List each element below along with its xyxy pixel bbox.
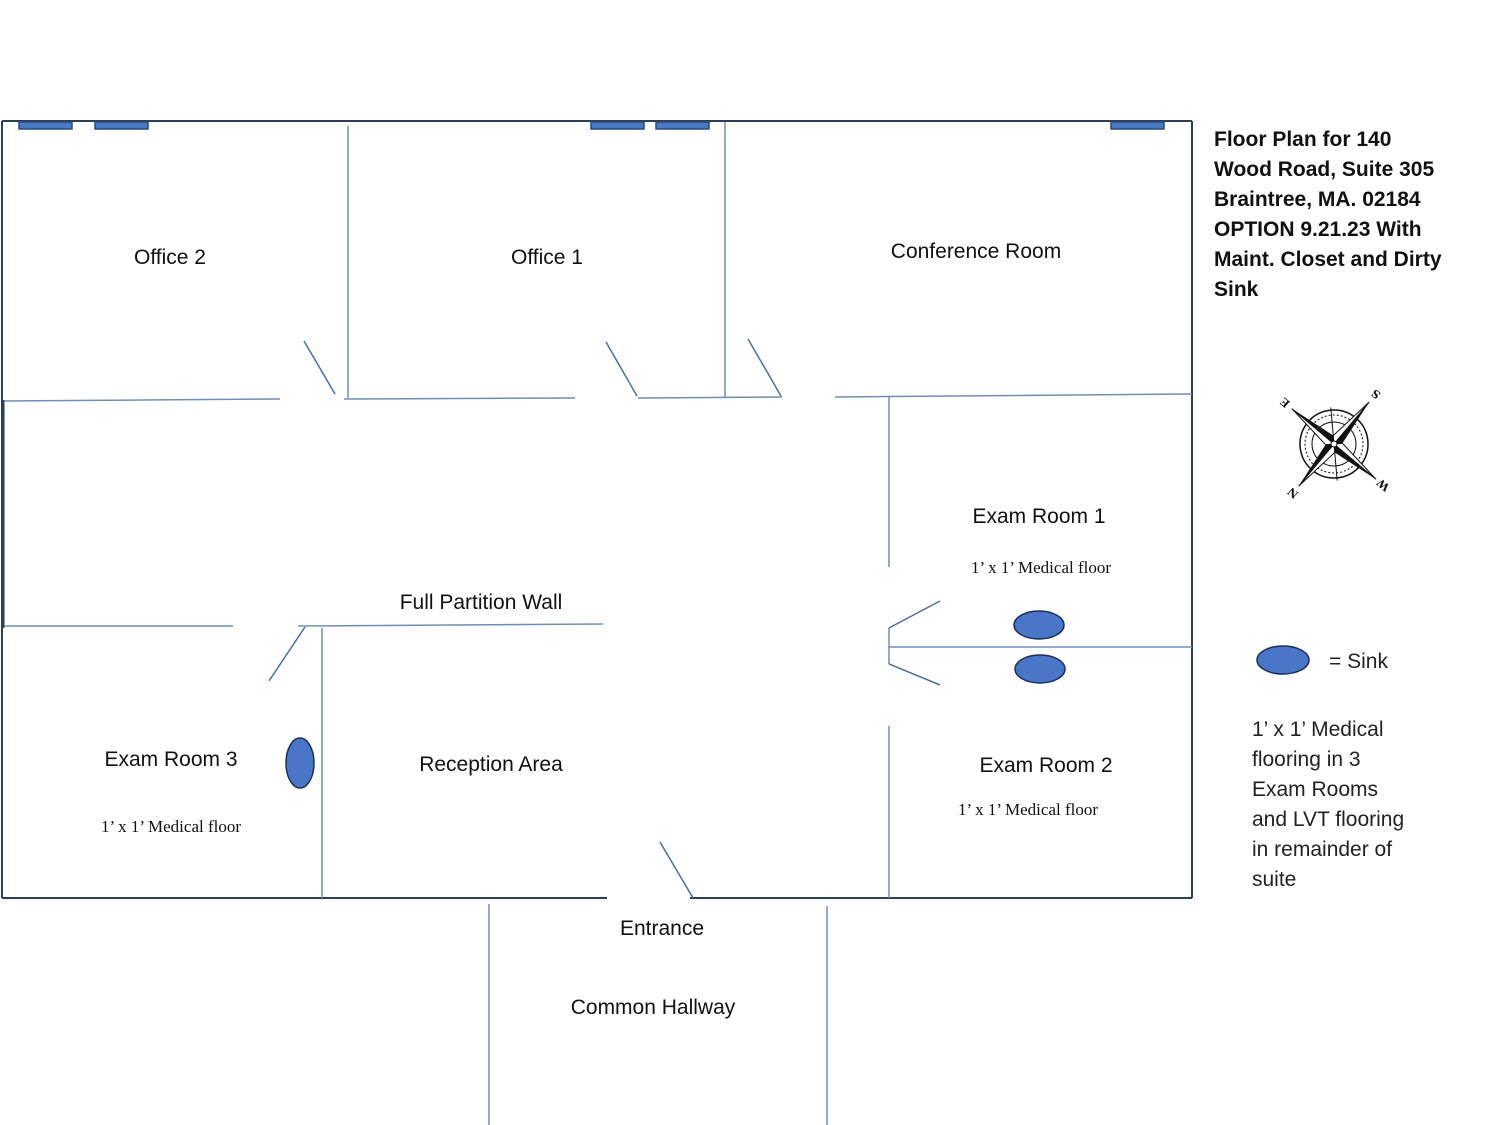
label-office-2: Office 2 [134, 246, 206, 269]
legend-flooring-line: and LVT flooring [1252, 808, 1404, 831]
legend-flooring-line: suite [1252, 868, 1296, 891]
label-exam-room-1: Exam Room 1 [972, 505, 1105, 528]
windows [18, 121, 1165, 130]
interior-walls [1, 122, 1193, 1125]
title-line: Sink [1214, 278, 1259, 301]
label-reception-area: Reception Area [419, 753, 563, 776]
door-entrance [659, 841, 694, 899]
window [655, 121, 710, 130]
door-exam-room-2 [888, 663, 941, 686]
door-exam-room-1 [888, 600, 941, 629]
label-common-hallway: Common Hallway [571, 996, 736, 1019]
door-conference-room [747, 338, 782, 397]
label-office-1: Office 1 [511, 246, 583, 269]
title-block: Floor Plan for 140 Wood Road, Suite 305 … [1214, 128, 1442, 301]
window [590, 121, 645, 130]
title-line: OPTION 9.21.23 With [1214, 218, 1422, 241]
floor-note-exam-room-2: 1’ x 1’ Medical floor [958, 800, 1098, 819]
compass-letter-w: W [1374, 475, 1393, 494]
compass-rose-icon: N E S W [1278, 386, 1393, 501]
window [94, 121, 149, 130]
title-line: Wood Road, Suite 305 [1214, 158, 1434, 181]
door-swings [268, 338, 941, 899]
door-office-2 [303, 340, 336, 395]
compass-letter-n: N [1285, 484, 1301, 500]
sink-exam-room-1 [1013, 610, 1065, 640]
label-exam-room-2: Exam Room 2 [979, 754, 1112, 777]
legend-flooring-line: in remainder of [1252, 838, 1392, 861]
sink-exam-room-3 [285, 737, 315, 789]
compass-letter-s: S [1369, 386, 1383, 401]
legend-sink-label: = Sink [1329, 650, 1388, 673]
label-exam-room-3: Exam Room 3 [104, 748, 237, 771]
legend-flooring-line: 1’ x 1’ Medical [1252, 718, 1384, 741]
legend-flooring-line: Exam Rooms [1252, 778, 1378, 801]
floor-note-exam-room-3: 1’ x 1’ Medical floor [101, 817, 241, 836]
door-office-1 [605, 341, 638, 397]
legend-sink-icon [1256, 645, 1310, 675]
door-exam-room-3 [268, 626, 306, 682]
floor-notes: 1’ x 1’ Medical floor 1’ x 1’ Medical fl… [101, 558, 1111, 836]
window [18, 121, 73, 130]
window [1110, 121, 1165, 130]
title-line: Maint. Closet and Dirty [1214, 248, 1442, 271]
title-line: Braintree, MA. 02184 [1214, 188, 1421, 211]
floor-note-exam-room-1: 1’ x 1’ Medical floor [971, 558, 1111, 577]
label-full-partition-wall: Full Partition Wall [400, 591, 563, 614]
label-entrance: Entrance [620, 917, 704, 940]
legend-flooring-line: flooring in 3 [1252, 748, 1361, 771]
compass-letter-e: E [1278, 395, 1293, 410]
room-labels: Office 2 Office 1 Conference Room Exam R… [104, 240, 1112, 1019]
legend: = Sink 1’ x 1’ Medical flooring in 3 Exa… [1252, 650, 1404, 891]
sinks [285, 610, 1310, 789]
sink-exam-room-2 [1014, 654, 1066, 684]
title-line: Floor Plan for 140 [1214, 128, 1391, 151]
label-conference-room: Conference Room [891, 240, 1061, 263]
